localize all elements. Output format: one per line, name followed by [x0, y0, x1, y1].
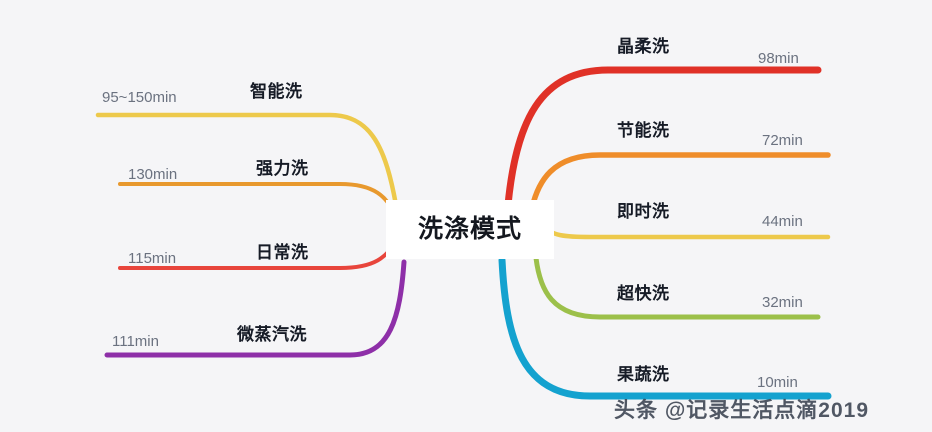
node-duration-right-3: 32min	[762, 294, 803, 311]
node-title-right-2[interactable]: 即时洗	[617, 202, 670, 221]
node-title-left-2[interactable]: 日常洗	[256, 243, 309, 262]
node-title-left-1[interactable]: 强力洗	[256, 159, 309, 178]
node-title-right-0[interactable]: 晶柔洗	[617, 37, 670, 56]
branch-path-left-1	[118, 182, 396, 214]
branch-path-right-4	[498, 256, 832, 400]
node-title-right-3[interactable]: 超快洗	[617, 284, 670, 303]
branch-path-left-3	[104, 259, 407, 358]
branch-path-right-0	[504, 66, 822, 209]
node-duration-right-2: 44min	[762, 213, 803, 230]
node-duration-left-1: 130min	[128, 166, 178, 183]
node-duration-left-3: 111min	[112, 333, 159, 350]
node-duration-left-0: 95~150min	[102, 89, 177, 106]
node-title-left-3[interactable]: 微蒸汽洗	[237, 325, 307, 344]
center-node-label: 洗涤模式	[417, 215, 522, 243]
node-title-right-1[interactable]: 节能洗	[617, 121, 670, 140]
branch-path-right-3	[533, 255, 821, 320]
node-title-left-0[interactable]: 智能洗	[250, 82, 303, 101]
node-duration-right-0: 98min	[758, 50, 799, 67]
node-duration-right-1: 72min	[762, 132, 803, 149]
node-title-right-4[interactable]: 果蔬洗	[617, 365, 670, 384]
node-duration-left-2: 115min	[128, 250, 177, 267]
center-node[interactable]: 洗涤模式	[386, 200, 554, 259]
branch-path-right-2	[547, 228, 831, 240]
watermark-text: 头条 @记录生活点滴2019	[614, 399, 870, 422]
node-duration-right-4: 10min	[757, 374, 798, 391]
branch-path-left-0	[95, 112, 399, 208]
branch-path-right-1	[529, 152, 831, 211]
